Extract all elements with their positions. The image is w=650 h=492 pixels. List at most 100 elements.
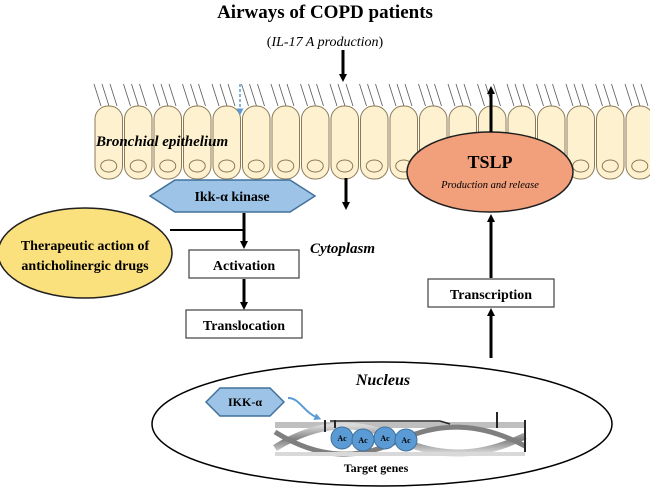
- therapeutic-ellipse: [0, 207, 173, 299]
- cilium: [182, 83, 190, 107]
- cell-nucleus: [129, 159, 147, 173]
- ikk-kinase-label: Ikk-α kinase: [194, 190, 269, 205]
- cilium: [160, 83, 169, 107]
- activation-label: Activation: [213, 259, 275, 274]
- cilium: [552, 83, 560, 107]
- ikk-alpha-hexagon: [204, 387, 286, 417]
- cell-nucleus: [277, 159, 295, 173]
- cilium: [581, 83, 590, 107]
- cilium: [522, 83, 531, 107]
- epithelial-cell: [183, 105, 212, 180]
- cilium: [434, 83, 442, 107]
- cilium: [447, 83, 456, 107]
- cilium: [316, 83, 324, 107]
- cilium: [455, 83, 464, 107]
- cilium: [93, 83, 102, 107]
- translocation-box: [185, 309, 303, 339]
- epithelial-cell: [271, 105, 300, 180]
- cilium: [300, 83, 308, 107]
- cell-nucleus: [247, 159, 265, 173]
- cilium: [227, 83, 236, 107]
- transcription-label: Transcription: [450, 288, 532, 303]
- therapeutic-line-2: anticholinergic drugs: [21, 259, 149, 274]
- acetyl-label: Ac: [337, 434, 347, 443]
- cilium: [345, 83, 354, 107]
- cilium: [611, 83, 619, 107]
- cilium: [418, 83, 426, 107]
- cilium: [337, 83, 346, 107]
- cilium: [388, 83, 397, 107]
- ikk-alpha-label: IKK-α: [228, 395, 262, 409]
- transcription-box: [427, 278, 555, 308]
- epithelial-cell: [360, 105, 389, 180]
- cilium: [367, 83, 375, 107]
- cilium: [249, 83, 257, 107]
- cilium: [278, 83, 287, 107]
- cilium: [109, 83, 118, 107]
- cilium: [544, 83, 552, 107]
- cilium: [152, 83, 161, 107]
- cilium: [603, 83, 611, 107]
- cilium: [308, 83, 316, 107]
- cilium: [123, 83, 131, 107]
- epithelial-cell: [124, 105, 153, 180]
- cilium: [477, 83, 485, 107]
- cilium: [404, 83, 413, 107]
- epithelial-cell: [242, 105, 271, 180]
- tslp-subtitle: Production and release: [440, 180, 539, 191]
- ikk-to-dna-arrow: [287, 397, 322, 420]
- cilium: [632, 83, 641, 107]
- tslp-ellipse: [406, 131, 574, 213]
- cilium: [565, 83, 574, 107]
- cell-nucleus: [365, 159, 383, 173]
- cilium: [536, 83, 544, 107]
- epithelial-cell: [596, 105, 625, 180]
- cell-nucleus: [100, 159, 118, 173]
- cilium: [595, 83, 603, 107]
- cilium: [640, 83, 649, 107]
- cilium: [493, 83, 501, 107]
- ikk-kinase-hexagon: [148, 179, 317, 213]
- cilium: [624, 83, 633, 107]
- diagram-title: Airways of COPD patients: [217, 2, 433, 23]
- cilium: [463, 83, 472, 107]
- cilium: [375, 83, 383, 107]
- epithelial-cell: [153, 105, 182, 180]
- cilia-row: [93, 83, 649, 107]
- cilium: [131, 83, 139, 107]
- cell-nucleus: [336, 159, 354, 173]
- cilium: [329, 83, 338, 107]
- cilium: [396, 83, 405, 107]
- cell-nucleus: [306, 159, 324, 173]
- acetyl-circle: [394, 428, 418, 452]
- cytoplasm-label: Cytoplasm: [310, 241, 375, 257]
- cilium: [219, 83, 228, 107]
- tslp-title: TSLP: [467, 152, 512, 172]
- il17-subtitle: (IL-17 A production): [267, 35, 384, 50]
- epithelial-cell: [94, 105, 123, 180]
- therapeutic-line-1: Therapeutic action of: [21, 239, 150, 254]
- cilium: [168, 83, 177, 107]
- cilium: [426, 83, 434, 107]
- target-genes-label: Target genes: [344, 461, 409, 475]
- cilium: [286, 83, 295, 107]
- cell-nucleus: [188, 159, 206, 173]
- cilium: [241, 83, 249, 107]
- translocation-label: Translocation: [203, 319, 285, 334]
- cilium: [506, 83, 515, 107]
- cilium: [270, 83, 279, 107]
- bronchial-epithelium-label: Bronchial epithelium: [95, 134, 228, 150]
- nucleus-label: Nucleus: [355, 372, 410, 389]
- cilium: [190, 83, 198, 107]
- epithelial-cell: [566, 105, 595, 180]
- cilium: [198, 83, 206, 107]
- cell-nucleus: [159, 159, 177, 173]
- activation-box: [188, 249, 300, 279]
- cilium: [211, 83, 220, 107]
- cilium: [139, 83, 147, 107]
- epithelial-cell: [301, 105, 330, 180]
- acetyl-label: Ac: [401, 436, 411, 445]
- acetyl-label: Ac: [358, 436, 368, 445]
